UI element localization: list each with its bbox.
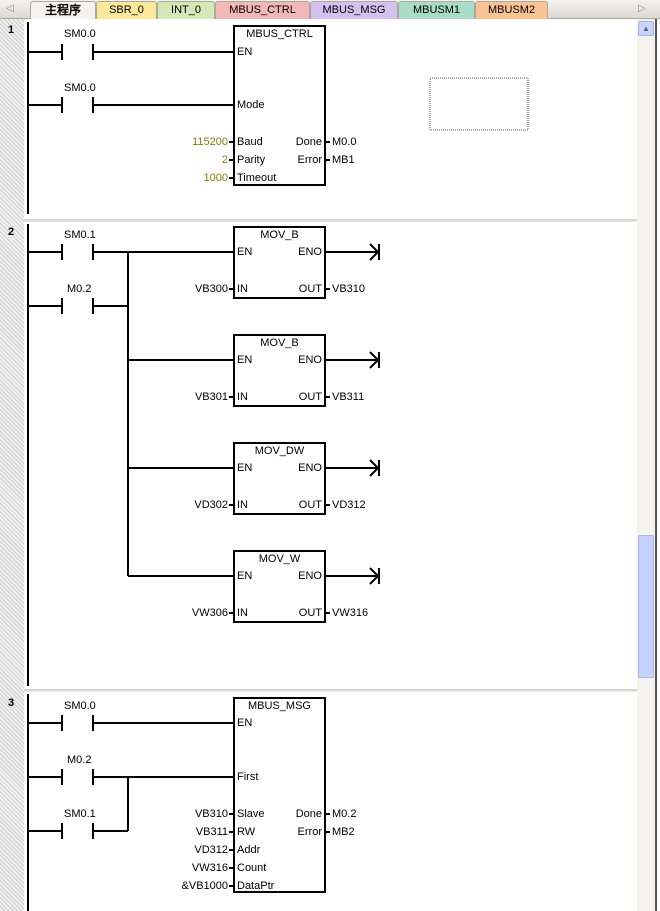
operand-value[interactable]: MB2 (332, 826, 355, 838)
operand-value[interactable]: VB311 (332, 391, 365, 403)
operand-value[interactable]: VD312 (194, 844, 228, 856)
pin-label: EN (237, 46, 253, 58)
contact-symbols (61, 44, 94, 839)
pin-label: Error (297, 826, 322, 838)
tab-main-program[interactable]: 主程序 (30, 1, 96, 19)
block-title[interactable]: MOV_DW (254, 445, 305, 457)
operand-value[interactable]: VD312 (332, 499, 366, 511)
operand-value[interactable]: 115200 (192, 136, 228, 148)
operand-value[interactable]: VW316 (332, 607, 369, 619)
pin-label: OUT (298, 391, 322, 403)
tab-scroll-right-icon[interactable]: ▷ (638, 3, 646, 14)
vertical-scrollbar[interactable]: ▲ (637, 19, 655, 911)
contact-label[interactable]: SM0.1 (64, 229, 96, 241)
operand-value[interactable]: VW316 (191, 862, 228, 874)
operand-value[interactable]: VB310 (194, 808, 228, 820)
pin-label: EN (237, 246, 253, 258)
tab-mbus-ctrl[interactable]: MBUS_CTRL (215, 1, 310, 19)
block-title[interactable]: MOV_W (258, 553, 301, 565)
coil-arrows (369, 243, 380, 585)
operand-value[interactable]: VB310 (332, 283, 366, 295)
tab-int-0[interactable]: INT_0 (157, 1, 215, 19)
operand-value[interactable]: M0.2 (332, 808, 357, 820)
pin-label: First (237, 771, 259, 783)
block-title[interactable]: MBUS_CTRL (246, 28, 313, 40)
tab-scroll-left-icon[interactable]: ◁ (6, 3, 14, 14)
network-number: 2 (8, 226, 15, 238)
block-title[interactable]: MOV_B (260, 229, 299, 241)
operand-value[interactable]: 2 (221, 154, 228, 166)
pin-label: Mode (237, 99, 265, 111)
window-edge (655, 19, 660, 911)
operand-value[interactable]: VD302 (194, 499, 228, 511)
contact-label[interactable]: M0.2 (67, 283, 92, 295)
contact-label[interactable]: SM0.1 (64, 808, 96, 820)
network-divider (24, 689, 637, 692)
contact-label[interactable]: M0.2 (67, 754, 92, 766)
contact-label[interactable]: SM0.0 (64, 28, 96, 40)
pin-label: Addr (237, 844, 261, 856)
pin-label: EN (237, 570, 253, 582)
tab-mbusm1[interactable]: MBUSM1 (398, 1, 475, 19)
pin-label: ENO (298, 354, 322, 366)
operand-value[interactable]: M0.0 (332, 136, 357, 148)
pin-label: Slave (237, 808, 265, 820)
pin-label: Parity (237, 154, 266, 166)
operand-value[interactable]: MB1 (332, 154, 355, 166)
block-title[interactable]: MBUS_MSG (248, 700, 311, 712)
operand-value[interactable]: VB301 (194, 391, 228, 403)
operand-value[interactable]: VB311 (195, 826, 228, 838)
pin-label: ENO (298, 246, 322, 258)
pin-label: RW (237, 826, 256, 838)
tab-mbusm2[interactable]: MBUSM2 (475, 1, 548, 19)
pin-label: IN (237, 283, 248, 295)
contact-label[interactable]: SM0.0 (64, 700, 96, 712)
pin-label: DataPtr (237, 880, 275, 892)
contact-label[interactable]: SM0.0 (64, 82, 96, 94)
selection-box (429, 77, 529, 131)
pin-label: EN (237, 354, 253, 366)
pin-label: OUT (298, 283, 322, 295)
scrollbar-thumb[interactable] (638, 535, 654, 678)
network-divider (24, 219, 637, 222)
ladder-wiring (27, 22, 529, 911)
network-gutter (0, 19, 24, 911)
operand-value[interactable]: VW306 (191, 607, 228, 619)
pin-label: OUT (298, 607, 322, 619)
network-number: 3 (8, 697, 15, 709)
scroll-up-icon[interactable]: ▲ (638, 21, 654, 36)
pin-label: IN (237, 607, 248, 619)
pin-stubs (229, 141, 330, 887)
pin-label: EN (237, 462, 253, 474)
tab-mbus-msg[interactable]: MBUS_MSG (310, 1, 398, 19)
pin-label: Timeout (237, 172, 277, 184)
pin-label: Baud (237, 136, 263, 148)
operand-value[interactable]: 1000 (203, 172, 228, 184)
network-number: 1 (8, 24, 15, 36)
tab-sbr-0[interactable]: SBR_0 (96, 1, 157, 19)
pin-label: Done (295, 136, 322, 148)
operand-value[interactable]: &VB1000 (181, 880, 228, 892)
pin-label: Done (295, 808, 322, 820)
pin-label: Error (297, 154, 322, 166)
pin-label: IN (237, 391, 248, 403)
pin-label: ENO (298, 570, 322, 582)
pin-label: IN (237, 499, 248, 511)
pin-label: EN (237, 717, 253, 729)
pin-label: OUT (298, 499, 322, 511)
program-tab-bar: ◁ 主程序 SBR_0 INT_0 MBUS_CTRL MBUS_MSG MBU… (0, 0, 660, 19)
block-title[interactable]: MOV_B (260, 337, 299, 349)
pin-label: Count (237, 862, 267, 874)
pin-label: ENO (298, 462, 322, 474)
operand-value[interactable]: VB300 (194, 283, 228, 295)
